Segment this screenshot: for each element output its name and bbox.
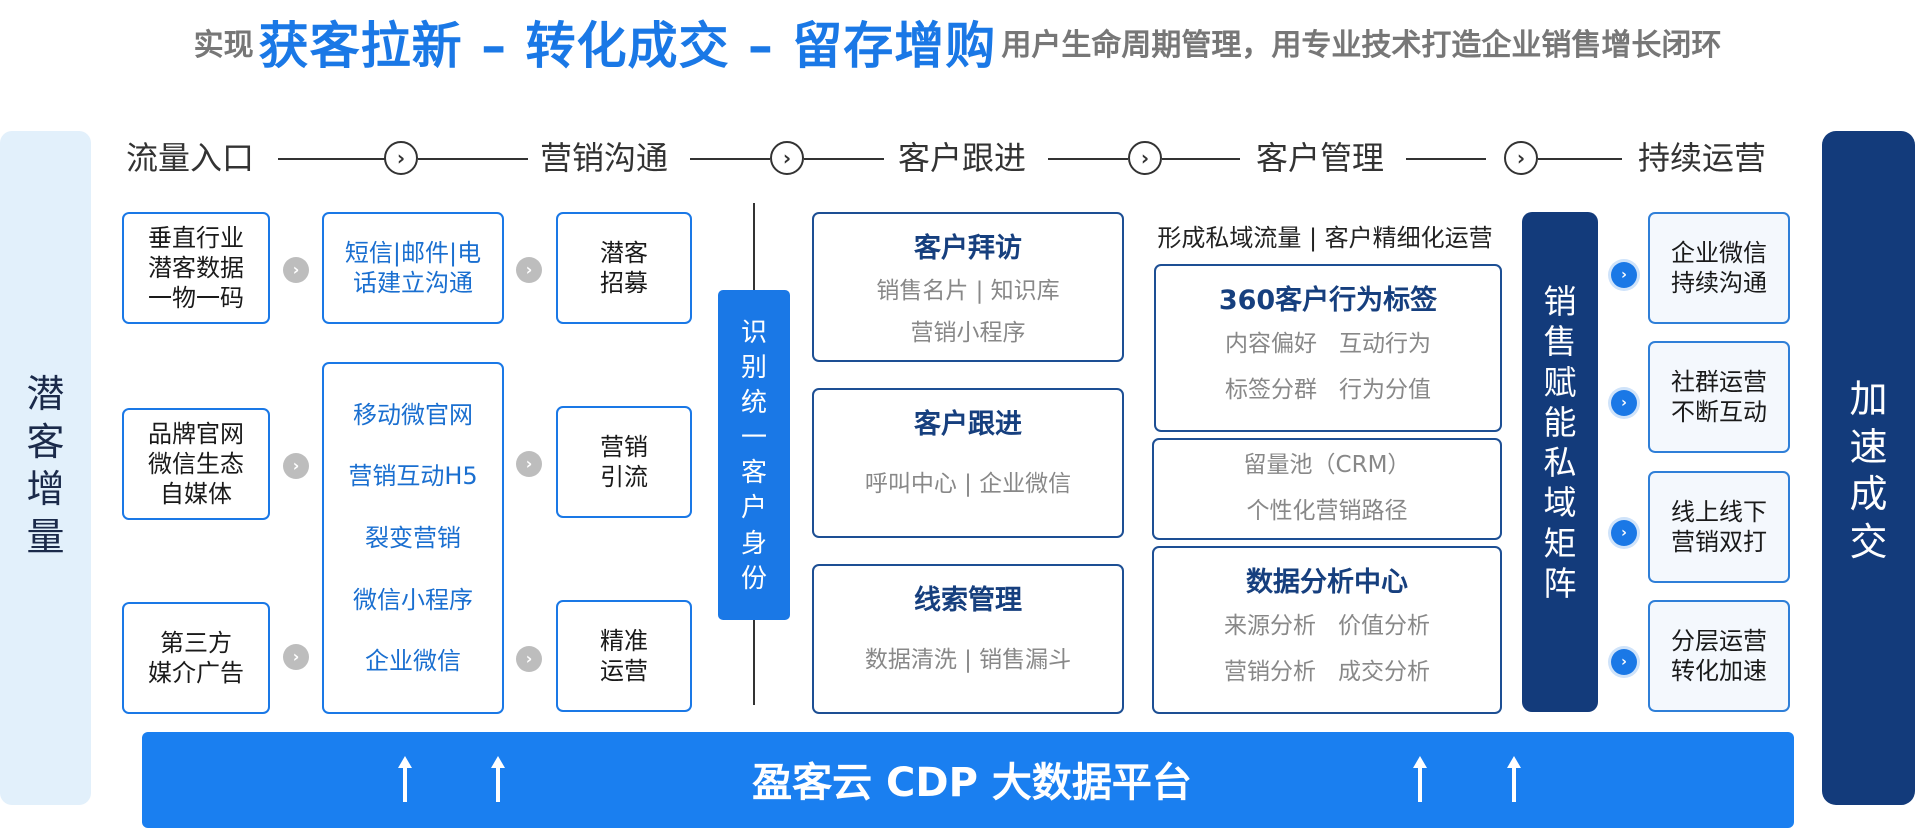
header-highlight: 获客拉新 – 转化成交 – 留存增购 [258,17,997,75]
card-line: 营销分析 成交分析 [1224,659,1430,685]
card-title: 客户跟进 [914,409,1022,440]
stage-traffic-entry: 流量入口 [126,139,255,177]
stage-connector-line [804,158,884,160]
chevron-right-icon: › [1611,262,1637,288]
chevron-right-icon: › [1128,141,1162,175]
stage-customer-management: 客户管理 [1256,139,1385,177]
header-prefix: 实现 [193,28,254,63]
chevron-right-icon: › [516,257,542,283]
card-title: 数据分析中心 [1246,567,1408,598]
channel-item-viral-marketing: 裂变营销 [365,523,461,552]
up-arrow-icon [398,756,412,802]
card-line: 数据清洗 | 销售漏斗 [864,647,1072,673]
card-line: 个性化营销路径 [1246,498,1408,524]
outcome-box-lead-recruit: 潜客 招募 [556,212,692,324]
ops-box-tiered-operation: 分层运营 转化加速 [1648,600,1790,712]
chevron-right-icon: › [1611,520,1637,546]
card-lead-management: 线索管理 数据清洗 | 销售漏斗 [812,564,1124,714]
outcome-label: 潜客 招募 [600,239,648,297]
chevron-right-icon: › [283,453,309,479]
source-box-third-party-media: 第三方 媒介广告 [122,602,270,714]
chevron-right-icon: › [770,141,804,175]
up-arrow-icon [1507,756,1521,802]
enablement-band-label: 销售赋能 私域矩阵 [1543,282,1577,603]
header-suffix: 用户生命周期管理，用专业技术打造企业销售增长闭环 [1001,28,1722,63]
card-line: 呼叫中心 | 企业微信 [864,471,1072,497]
card-title: 客户拜访 [914,233,1022,264]
ops-box-wecom-communication: 企业微信 持续沟通 [1648,212,1790,324]
source-label: 品牌官网 微信生态 自媒体 [148,420,244,508]
chevron-right-icon: › [283,257,309,283]
card-title: 线索管理 [914,585,1022,616]
stage-marketing-communication: 营销沟通 [540,139,669,177]
card-data-analytics-center: 数据分析中心 来源分析 价值分析 营销分析 成交分析 [1152,546,1502,714]
source-box-brand-site: 品牌官网 微信生态 自媒体 [122,408,270,520]
ops-label: 企业微信 持续沟通 [1671,239,1767,297]
outcome-label: 精准 运营 [600,627,648,685]
outcome-label: 营销 引流 [600,433,648,491]
channel-box-mobile-marketing: 移动微官网 营销互动H5 裂变营销 微信小程序 企业微信 [322,362,504,714]
up-arrow-icon [1413,756,1427,802]
identity-band-label: 识别统一客户身份 [741,318,768,594]
stage-connector-line [1538,158,1622,160]
channel-label: 短信|邮件|电 话建立沟通 [344,239,482,297]
right-bar-accelerate-deal: 加速成交 [1822,131,1915,805]
up-arrow-icon [491,756,505,802]
card-line: 内容偏好 互动行为 [1225,331,1431,357]
chevron-right-icon: › [1611,649,1637,675]
source-label: 第三方 媒介广告 [148,629,244,687]
card-retention-pool-crm: 留量池（CRM） 个性化营销路径 [1152,438,1502,540]
card-line: 标签分群 行为分值 [1225,377,1431,403]
chevron-right-icon: › [1611,390,1637,416]
outcome-box-traffic-drive: 营销 引流 [556,406,692,518]
ops-label: 线上线下 营销双打 [1671,498,1767,556]
chevron-right-icon: › [384,141,418,175]
card-line: 留量池（CRM） [1243,452,1411,478]
card-customer-visit: 客户拜访 销售名片 | 知识库 营销小程序 [812,212,1124,362]
card-line: 销售名片 | 知识库 [876,278,1060,304]
channel-item-mobile-site: 移动微官网 [353,400,473,429]
card-360-behavior-tags: 360客户行为标签 内容偏好 互动行为 标签分群 行为分值 [1154,264,1502,432]
card-line: 来源分析 价值分析 [1224,613,1430,639]
card-customer-follow: 客户跟进 呼叫中心 | 企业微信 [812,388,1124,538]
chevron-right-icon: › [283,644,309,670]
card-title: 360客户行为标签 [1218,285,1438,316]
left-bar-label: 潜客增量 [26,372,65,559]
page-header: 实现 获客拉新 – 转化成交 – 留存增购 用户生命周期管理，用专业技术打造企业… [0,6,1915,76]
cdp-platform-bar [142,732,1794,828]
stage-connector-line [1048,158,1128,160]
ops-label: 分层运营 转化加速 [1671,627,1767,685]
ops-label: 社群运营 不断互动 [1671,368,1767,426]
source-label: 垂直行业 潜客数据 一物一码 [148,224,244,312]
chevron-right-icon: › [516,646,542,672]
outcome-box-precise-operation: 精准 运营 [556,600,692,712]
right-bar-label: 加速成交 [1849,377,1888,564]
ops-box-online-offline: 线上线下 营销双打 [1648,471,1790,583]
sales-enablement-band: 销售赋能 私域矩阵 [1522,212,1598,712]
source-box-vertical-industry: 垂直行业 潜客数据 一物一码 [122,212,270,324]
stage-connector-line [690,158,770,160]
stage-continuous-operation: 持续运营 [1638,139,1767,177]
channel-box-sms-email-phone: 短信|邮件|电 话建立沟通 [322,212,504,324]
chevron-right-icon: › [516,451,542,477]
crm-headline: 形成私域流量 | 客户精细化运营 [1157,224,1493,252]
channel-item-wecom: 企业微信 [365,647,461,676]
stage-connector-line [1162,158,1240,160]
channel-item-mini-program: 微信小程序 [353,585,473,614]
stage-customer-follow-up: 客户跟进 [898,139,1027,177]
left-bar-lead-growth: 潜客增量 [0,131,91,805]
cdp-platform-title: 盈客云 CDP 大数据平台 [752,760,1192,806]
stage-connector-line [278,158,386,160]
card-line: 营销小程序 [910,320,1026,346]
channel-item-h5: 营销互动H5 [348,462,478,491]
identity-unification-band: 识别统一客户身份 [718,290,790,620]
chevron-right-icon: › [1504,141,1538,175]
stage-connector-line [418,158,528,160]
stage-connector-line [1406,158,1486,160]
ops-box-community-operation: 社群运营 不断互动 [1648,341,1790,453]
